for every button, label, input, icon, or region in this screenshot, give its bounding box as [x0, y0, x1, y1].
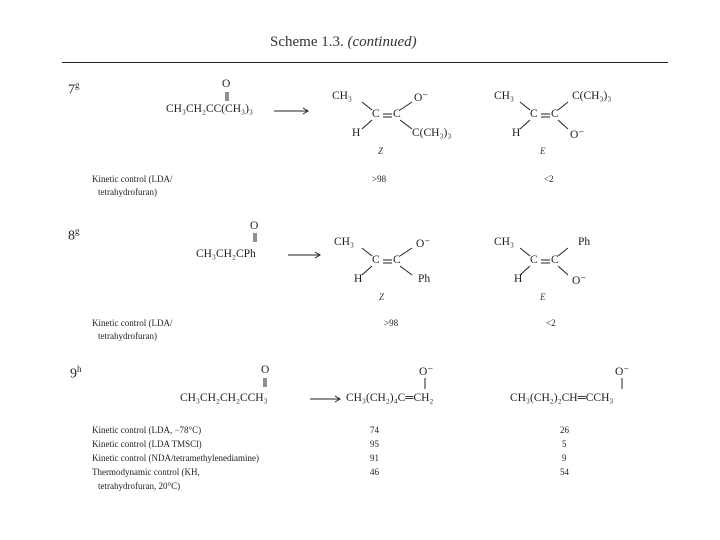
product-a-formula: CH₃(CH₂)₄C═CH₂	[346, 392, 434, 404]
cond-8-line2: tetrahydrofuran)	[98, 331, 157, 341]
e7-top-left: CH₃	[494, 90, 514, 102]
reactant-8-oxygen: O	[250, 220, 259, 232]
b9-value-4: 54	[560, 467, 569, 477]
z7-top-right: O⁻	[414, 92, 429, 104]
e8-top-right: Ph	[578, 236, 591, 248]
reactant-9-formula: CH₃CH₂CH₂CCH₃	[180, 392, 268, 404]
z8-bottom-left: H	[354, 273, 363, 285]
e8-percent: <2	[546, 318, 556, 328]
entry-number-8: 8g	[68, 226, 80, 244]
z7-top-left: CH₃	[332, 90, 352, 102]
z8-percent: >98	[384, 318, 399, 328]
a9-value-1: 74	[370, 425, 379, 435]
b9-value-3: 9	[562, 453, 567, 463]
e8-label: E	[540, 292, 546, 302]
e8-c1: C	[530, 254, 538, 266]
z8-top-left: CH₃	[334, 236, 354, 248]
z8-label: Z	[379, 292, 385, 302]
cond-9-row3: Kinetic control (NDA/tetramethylenediami…	[92, 453, 259, 463]
a9-value-3: 91	[370, 453, 379, 463]
scheme-title: Scheme 1.3. (continued)	[270, 34, 417, 51]
e7-c1: C	[530, 108, 538, 120]
z8-c1: C	[372, 254, 380, 266]
product-b-formula: CH₃(CH₂)₂CH═CCH₃	[510, 392, 614, 404]
b9-value-2: 5	[562, 439, 567, 449]
cond-9-row4: Thermodynamic control (KH,	[92, 467, 200, 477]
entry-number-7: 7g	[68, 80, 80, 98]
cond-7-line1: Kinetic control (LDA/	[92, 174, 173, 184]
e7-bottom-right: O⁻	[570, 129, 585, 141]
e8-bottom-left: H	[514, 273, 523, 285]
reactant-9-oxygen: O	[261, 364, 270, 376]
z8-top-right: O⁻	[416, 238, 431, 250]
e7-top-right: C(CH₃)₃	[572, 90, 612, 102]
reactant-7-formula: CH₃CH₂CC(CH₃)₃	[166, 103, 253, 115]
cond-7-line2: tetrahydrofuran)	[98, 187, 157, 197]
e8-top-left: CH₃	[494, 236, 514, 248]
a9-value-4: 46	[370, 467, 379, 477]
cond-8-line1: Kinetic control (LDA/	[92, 318, 173, 328]
e7-label: E	[540, 146, 546, 156]
z8-bottom-right: Ph	[418, 273, 431, 285]
e8-c2: C	[551, 254, 559, 266]
reactant-7-oxygen: O	[222, 78, 231, 90]
e8-bottom-right: O⁻	[572, 275, 587, 287]
z7-bottom-left: H	[352, 127, 361, 139]
z8-c2: C	[393, 254, 401, 266]
product-a-oxygen: O⁻	[419, 366, 434, 378]
z7-c1: C	[372, 108, 380, 120]
reactant-8-formula: CH₃CH₂CPh	[196, 248, 256, 260]
entry-number-9: 9h	[70, 364, 82, 382]
b9-value-1: 26	[560, 425, 569, 435]
z7-c2: C	[393, 108, 401, 120]
e7-c2: C	[551, 108, 559, 120]
z7-bottom-right: C(CH₃)₃	[412, 127, 452, 139]
cond-9-row1: Kinetic control (LDA, −78°C)	[92, 425, 202, 435]
a9-value-2: 95	[370, 439, 379, 449]
scheme-title-continued: (continued)	[347, 34, 417, 50]
scheme-title-main: Scheme 1.3.	[270, 34, 344, 50]
e7-bottom-left: H	[512, 127, 521, 139]
cond-9-row2: Kinetic control (LDA TMSCl)	[92, 439, 202, 449]
title-rule	[62, 62, 668, 63]
z7-percent: >98	[372, 174, 387, 184]
e7-percent: <2	[544, 174, 554, 184]
z7-label: Z	[378, 146, 384, 156]
product-b-oxygen: O⁻	[615, 366, 630, 378]
cond-9-row5: tetrahydrofuran, 20°C)	[98, 481, 181, 491]
